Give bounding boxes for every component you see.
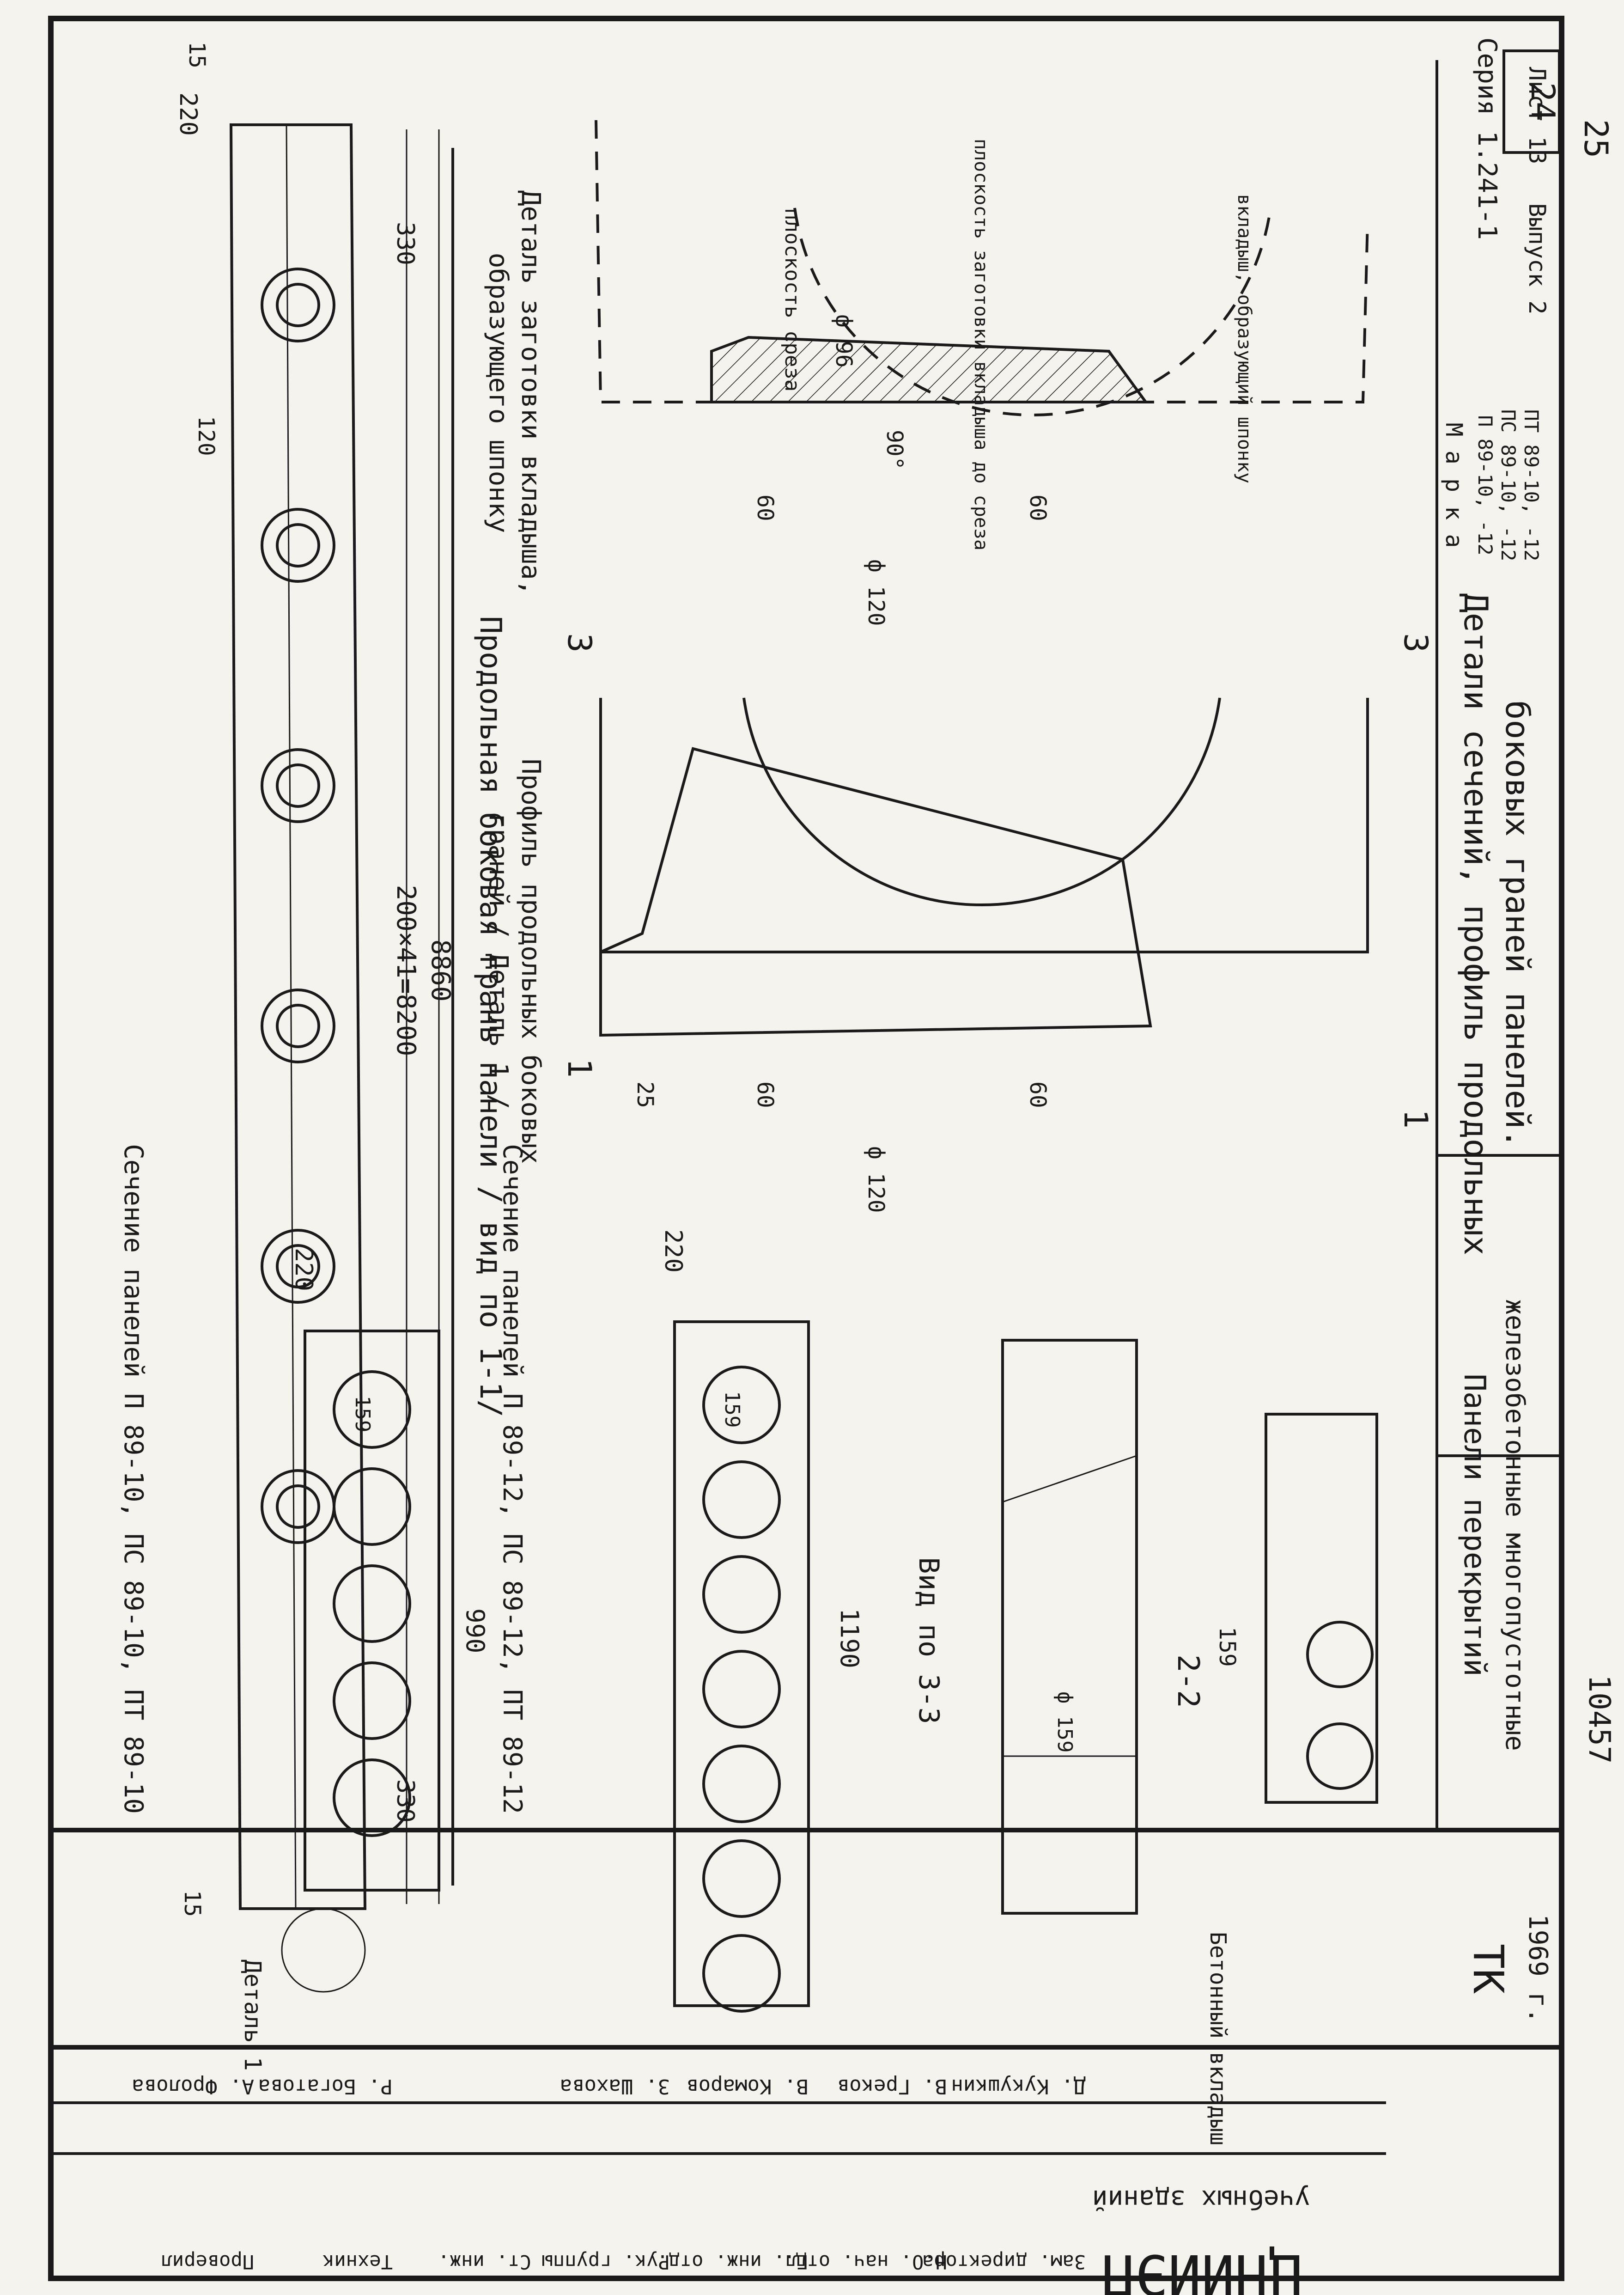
insert-dim-60-a: 60 [752, 494, 778, 521]
insert-dim-60-b: 60 [1025, 494, 1051, 521]
section-10-dia: 159 [351, 1396, 374, 1432]
insert-label-plane: плоскость среза [780, 208, 804, 391]
profile-mark-3-a: 3 [560, 633, 598, 653]
role-6: Техник [322, 2251, 393, 2273]
insert-title-2: образующего шпонку [483, 253, 513, 533]
drawing-name-1: Детали сечений, профиль продольных [1457, 593, 1495, 1256]
profile-shape [599, 747, 1152, 1037]
profile-mark-1-b: 1 [1397, 1109, 1435, 1129]
list: Лист 13 [1524, 67, 1551, 165]
drawing-name-2: боковых граней панелей. [1498, 700, 1536, 1148]
view-3-3-outline [1001, 1339, 1138, 1915]
insert-detail: Деталь заготовки вкладыша, образующего ш… [483, 120, 1369, 626]
profile-dim-25: 25 [632, 1081, 658, 1108]
name-7: А. Фролова [132, 2075, 254, 2098]
role-7: Проверил [161, 2251, 254, 2273]
insert-label-blank: плоскость заготовки вкладыша до среза [970, 139, 991, 550]
product-name-2: железобетонные многопустотные [1500, 1299, 1530, 1751]
mark-3: ПТ 89-10, -12 [1520, 409, 1543, 562]
section-10-height: 220 [290, 1248, 317, 1291]
role-5: Ст. инж. [438, 2251, 531, 2273]
view-3-3: Вид по 3-3 Бетонный вкладыш ф 159 [912, 1339, 1231, 2145]
section-10-outline [304, 1330, 440, 1892]
side-face-title: Продольная боковая грань панели / вид по… [473, 616, 507, 1417]
name-3: В. Комаров [686, 2075, 809, 2098]
outer-frame [48, 16, 1564, 2281]
profile-dim-60-b: 60 [1025, 1081, 1051, 1108]
section-12-width: 1190 [835, 1608, 864, 1668]
insert-title-1: Деталь заготовки вкладыша, [516, 190, 546, 596]
stamp-year: 1969 г. [1523, 1914, 1553, 2023]
side-length-total: 8860 [426, 940, 456, 1002]
side-face-outline [229, 123, 367, 1910]
side-dim-120: 120 [193, 416, 219, 456]
mark-2: ПС 89-10, -12 [1497, 409, 1520, 562]
side-dim-15-bottom: 15 [179, 1890, 205, 1917]
section-10-width: 990 [461, 1608, 490, 1654]
mark-1: П 89-10, -12 [1474, 415, 1496, 555]
section-12-height: 220 [659, 1229, 687, 1273]
insert-dim-96: ф 96 [831, 314, 857, 368]
archive-number: 10457 [1582, 1675, 1616, 1764]
section-2-2-dim-159: 159 [1214, 1627, 1240, 1667]
name-1: Д. Кукушкин [951, 2075, 1086, 2098]
view-3-3-dia: ф 159 [1053, 1691, 1077, 1752]
series: Серия 1.241-1 [1472, 37, 1502, 240]
section-12-outline [673, 1320, 810, 2007]
section-2-2-outline [1265, 1413, 1378, 1804]
section-12-title: Сечение панелей П 89-12, ПС 89-12, ПТ 89… [497, 1144, 527, 1814]
view-3-3-label: Бетонный вкладыш [1205, 1932, 1231, 2145]
profile-view: Профиль продольных боковых граней / Дета… [483, 633, 1435, 1213]
name-2: В. Греков [837, 2075, 947, 2098]
profile-dim-120: ф 120 [863, 1146, 889, 1213]
role-4: Рук. группы [541, 2251, 670, 2273]
profile-title-2: граней / Деталь 1 / [483, 813, 513, 1110]
insert-dim-120: ф 120 [863, 559, 889, 626]
issue: Выпуск 2 [1524, 203, 1551, 315]
side-dim-220: 220 [174, 92, 202, 136]
section-2-2-title: 2-2 [1171, 1654, 1205, 1708]
insert-dim-90deg: 90° [882, 430, 907, 470]
section-2-2: 2-2 159 [1171, 1413, 1378, 1804]
side-face-view: Продольная боковая грань панели / вид по… [174, 42, 507, 1917]
name-6: Р. Богатова [258, 2075, 393, 2098]
section-panel-10: Сечение панелей П 89-10, ПС 89-10, ПТ 89… [118, 1144, 490, 2071]
sheet-number: 24 [1524, 82, 1562, 121]
stamp-tk: ТК [1464, 1944, 1512, 1994]
side-face-holes [261, 268, 335, 1544]
title-block: Детали сечений, профиль продольных боков… [1435, 37, 1562, 2023]
page-number: 25 [1577, 119, 1615, 158]
side-length-expr: 200×41=8200 [391, 885, 421, 1056]
section-10-title: Сечение панелей П 89-10, ПС 89-10, ПТ 89… [118, 1144, 148, 1814]
org-name: ЦНИИЭП [1101, 2242, 1301, 2295]
profile-mark-3-b: 3 [1397, 633, 1435, 653]
view-3-3-title: Вид по 3-3 [912, 1557, 945, 1724]
section-10-detail-label: Деталь 1 [239, 1959, 266, 2071]
section-12-dia: 159 [720, 1391, 744, 1428]
role-3: Гл. инж. отд. [657, 2251, 809, 2273]
sheet-number-box: 24 [1502, 49, 1562, 154]
side-dim-15-top: 15 [184, 42, 210, 68]
mark-head: М а р к а [1441, 423, 1467, 548]
profile-mark-1-a: 1 [560, 1058, 598, 1078]
section-panel-12: Сечение панелей П 89-12, ПС 89-12, ПТ 89… [497, 1144, 864, 2013]
signature-strip: ЦНИИЭП учебных зданий Зам. директора Н.О… [51, 2075, 1386, 2295]
side-dim-330-a: 330 [391, 222, 419, 265]
name-4: З. Шахова [560, 2075, 670, 2098]
role-1: Зам. директора [922, 2251, 1086, 2273]
insert-label-insert: вкладыш, образующий шпонку [1234, 194, 1255, 483]
role-2: Н.О. нач. отд. [784, 2251, 947, 2273]
profile-title-1: Профиль продольных боковых [516, 759, 546, 1164]
product-name-1: Панели перекрытий [1457, 1373, 1491, 1676]
insert-hatched-shape [710, 336, 1149, 403]
profile-dim-60-a: 60 [752, 1081, 778, 1108]
org-sub: учебных зданий [1092, 2184, 1310, 2214]
